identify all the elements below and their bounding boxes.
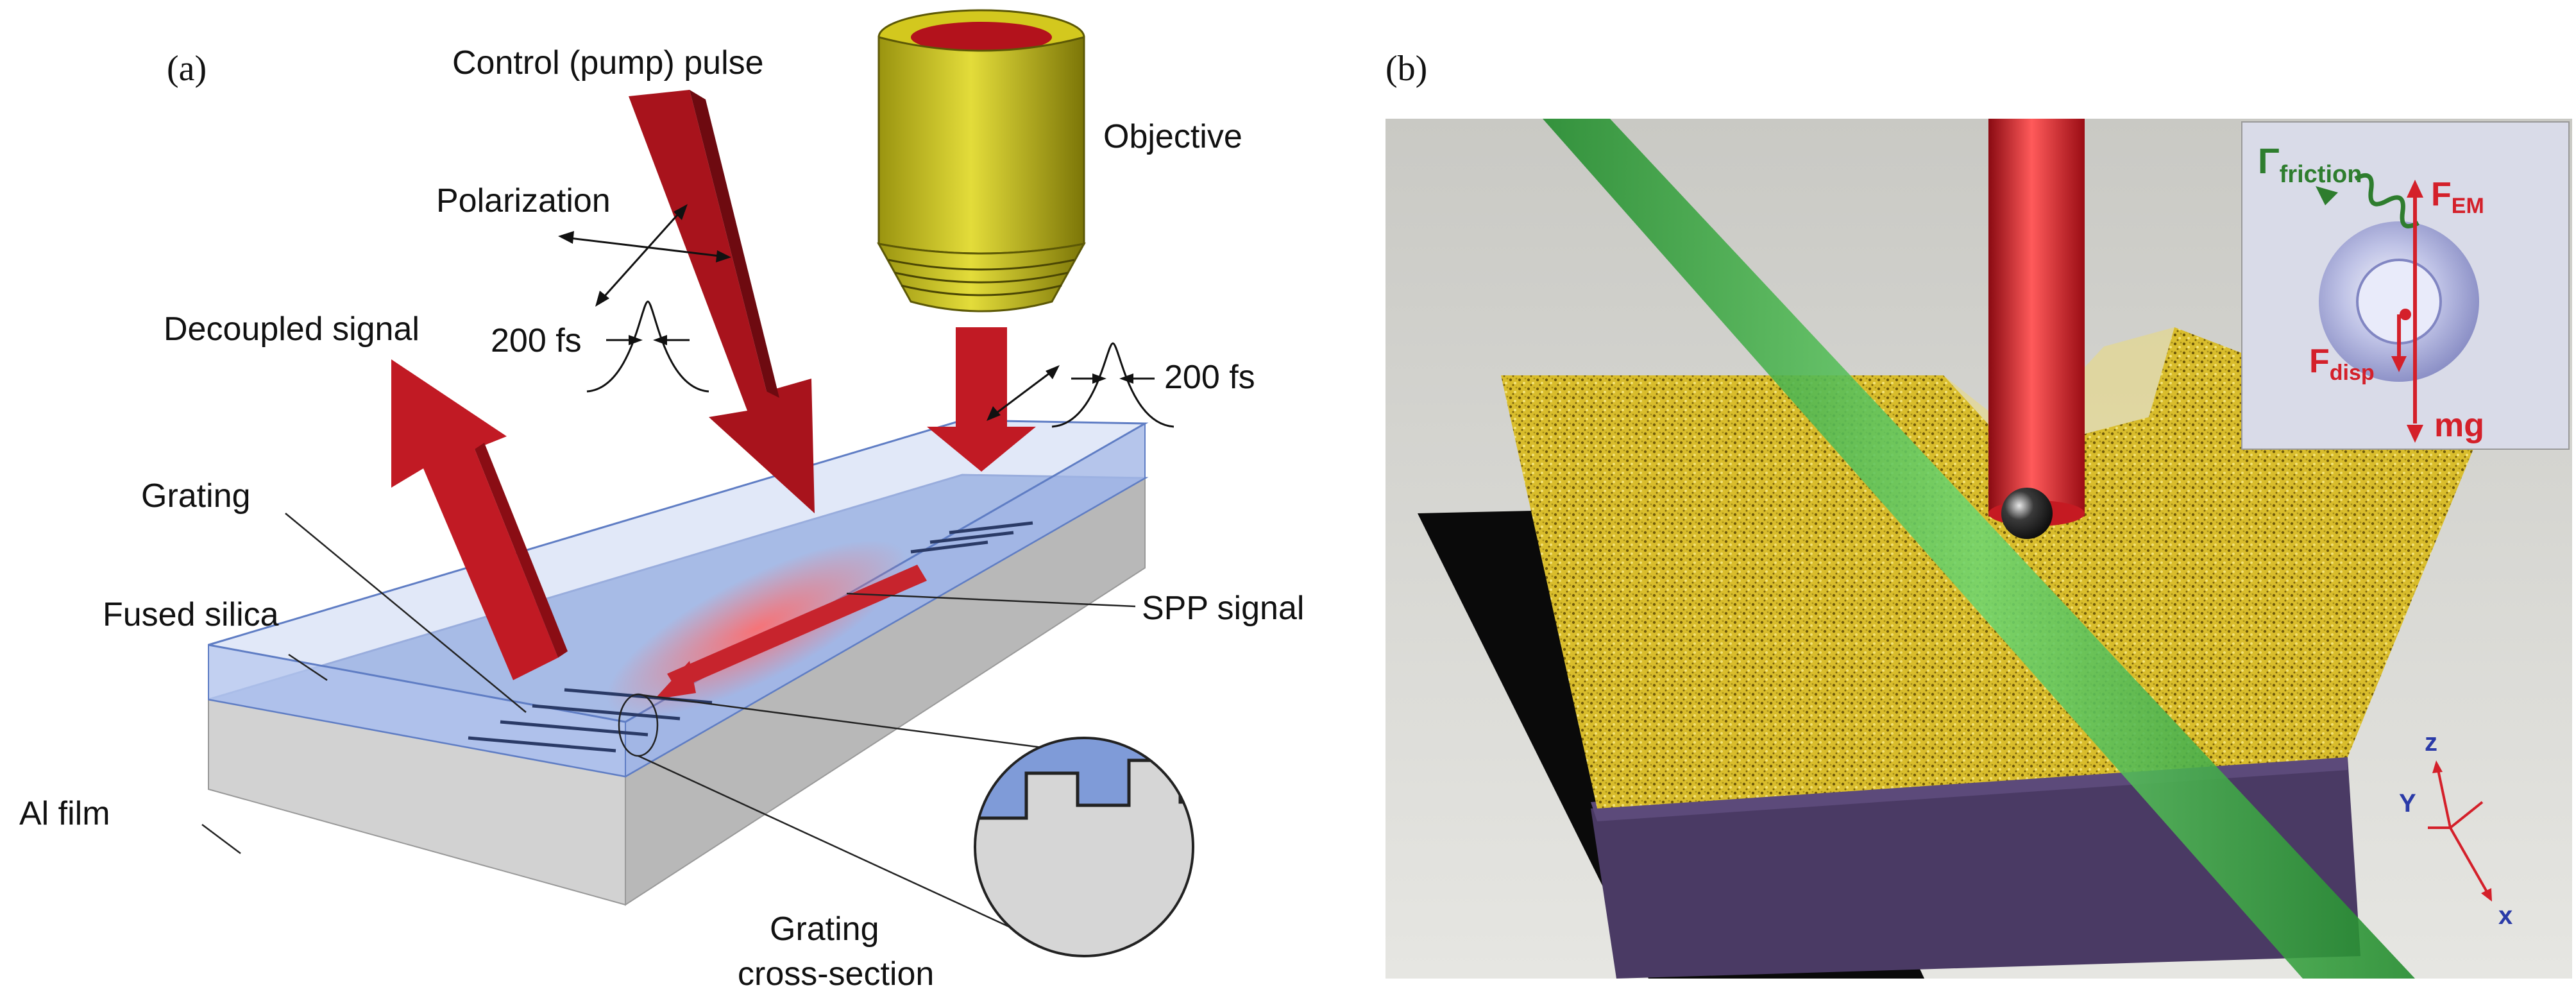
al-film-slab: [208, 477, 1146, 906]
control-pulse-arrow: [629, 90, 815, 513]
axis-x-label: x: [2498, 902, 2512, 930]
al-film-label: Al film: [19, 795, 110, 832]
spp-signal-label: SPP signal: [1142, 590, 1304, 627]
spp-arrow: [654, 565, 927, 699]
em-force-label: FEM: [2431, 176, 2484, 218]
label-leaders: [201, 513, 1136, 854]
mg-force-label: mg: [2434, 407, 2484, 444]
cross-section-connector: [618, 693, 1053, 948]
cross-section-label-line2: cross-section: [738, 955, 934, 993]
green-trapping-beam: [1543, 119, 2415, 979]
decoupled-signal-arrow: [391, 359, 568, 680]
panel-b-tag: (b): [1385, 49, 1427, 89]
coordinate-axes: [2428, 760, 2492, 902]
panel-b-render: (b) Γfriction FEM Fdisp: [1385, 49, 2572, 979]
panel-a-diagram: (a): [19, 9, 1304, 993]
grating-left: [468, 688, 713, 753]
red-beam: [1988, 119, 2085, 517]
objective-lens: [877, 9, 1086, 312]
polarization-arrows: [558, 204, 731, 307]
pulse-envelope-left: [586, 300, 709, 393]
objective-label: Objective: [1103, 118, 1242, 155]
force-inset: Γfriction FEM Fdisp mg: [2241, 121, 2570, 450]
grating-right: [910, 521, 1033, 554]
fused-silica-label: Fused silica: [103, 596, 279, 633]
control-pulse-label: Control (pump) pulse: [452, 44, 764, 81]
polarization-label: Polarization: [436, 182, 611, 219]
polarization-arrows-right: [987, 365, 1060, 421]
pulse-width-right-label: 200 fs: [1164, 359, 1255, 396]
decoupled-signal-label: Decoupled signal: [164, 311, 419, 348]
friction-force-label: Γfriction: [2258, 141, 2362, 188]
pulse-envelope-right: [1051, 342, 1174, 428]
disp-force-label: Fdisp: [2309, 343, 2375, 385]
trapped-particle: [2001, 488, 2053, 539]
grating-cross-section-inset: [974, 737, 1194, 957]
cross-section-label-line1: Grating: [770, 911, 879, 948]
pulse-width-left-label: 200 fs: [491, 322, 582, 359]
grating-label: Grating: [141, 477, 251, 515]
panel-a-tag: (a): [167, 49, 207, 89]
axis-z-label: z: [2425, 728, 2437, 757]
probe-arrow: [927, 327, 1036, 472]
axis-y-label: Y: [2399, 789, 2416, 817]
